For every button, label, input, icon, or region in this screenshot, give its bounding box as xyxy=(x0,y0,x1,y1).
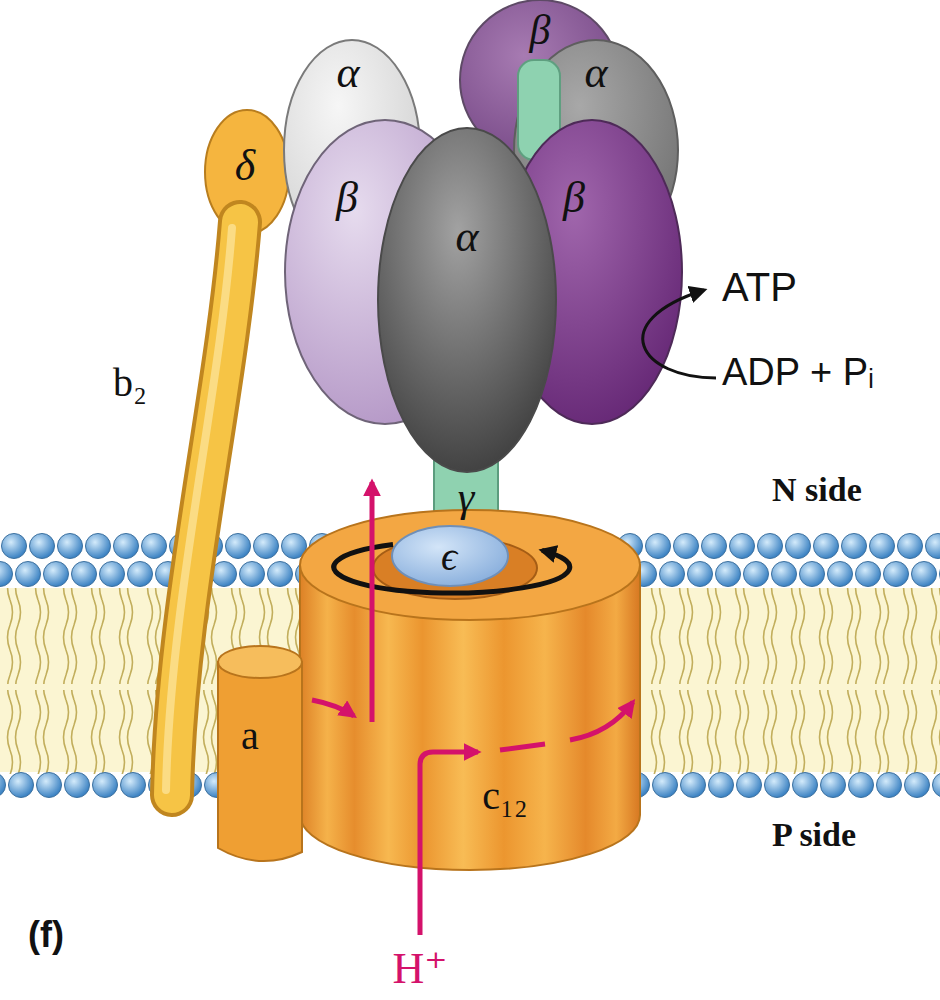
a-subunit-path xyxy=(218,662,302,861)
epsilon-subunit: ϵ xyxy=(392,526,508,586)
membrane-side-label-holder: N side xyxy=(772,471,862,509)
epsilon-subunit-ellipse xyxy=(392,526,508,586)
subunit-label: a xyxy=(241,712,259,759)
substrate-label-holder: ADP + Pᵢ xyxy=(722,351,874,394)
membrane-side-label: P side xyxy=(772,816,856,854)
panel-label-holder: (f) xyxy=(28,914,64,956)
product-label-holder: ATP xyxy=(722,265,797,310)
subunit-label: b₂ xyxy=(113,359,147,406)
c-ring-path xyxy=(370,482,375,722)
substrate-label: ADP + Pᵢ xyxy=(722,351,874,394)
a-subunit-shape xyxy=(214,644,306,868)
subunit-label: α xyxy=(455,211,478,262)
c-ring-path xyxy=(570,702,633,740)
alpha-subunit: α xyxy=(378,128,556,472)
subunit-label: ϵ xyxy=(441,533,457,580)
proton-label: H⁺ xyxy=(393,942,448,994)
c-ring-path xyxy=(312,700,354,716)
product-label: ATP xyxy=(722,265,797,310)
subunit-label: β xyxy=(563,172,585,223)
a-subunit-ellipse xyxy=(218,646,302,678)
membrane-side-label-holder: P side xyxy=(772,816,856,854)
membrane-side-label: N side xyxy=(772,471,862,509)
subunit-label: β xyxy=(530,6,551,54)
panel-label: (f) xyxy=(28,914,64,956)
c-ring-path xyxy=(500,744,545,750)
subunit-label: α xyxy=(584,47,607,98)
a-subunit: a xyxy=(214,644,306,868)
subunit-label: δ xyxy=(235,140,255,191)
alpha-subunit-ellipse xyxy=(378,128,556,472)
proton-label-holder: H⁺ xyxy=(393,942,448,994)
alpha-subunit-shape xyxy=(378,128,556,472)
c-ring-ellipse xyxy=(300,510,640,620)
c-ring-path xyxy=(420,752,478,935)
subunit-label: α xyxy=(336,47,359,98)
subunit-label: c₁₂ xyxy=(482,772,528,819)
beta-subunit-path xyxy=(643,290,716,378)
subunit-label: γ xyxy=(458,473,475,521)
subunit-label: β xyxy=(336,172,358,223)
